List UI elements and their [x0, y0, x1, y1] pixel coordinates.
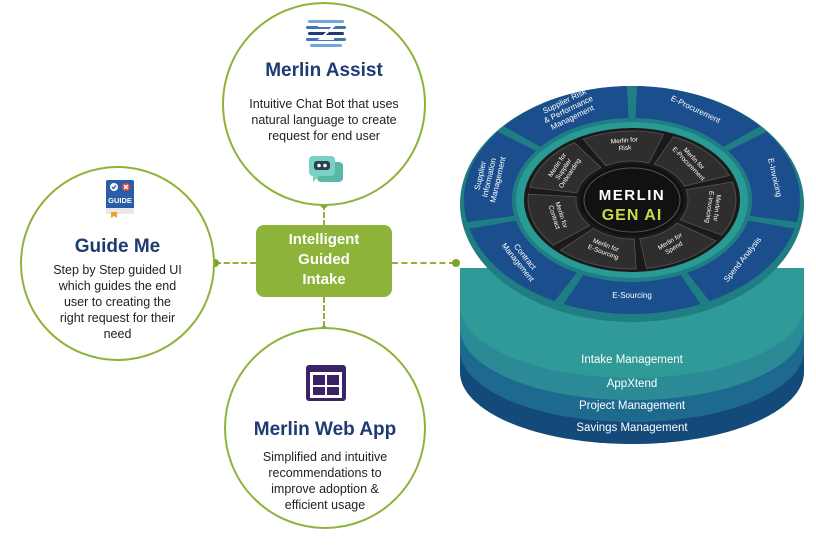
hub-line-3: Intake [302, 271, 346, 288]
web-app-desc-4: efficient usage [284, 498, 366, 512]
web-app-desc-3: improve adoption & [271, 482, 379, 496]
intelligent-guided-intake-hub: Intelligent Guided Intake [256, 225, 392, 297]
outer-ring-segment [563, 274, 701, 314]
guide-me-circle: GUIDE Guide Me Step by Step guided UI wh… [20, 166, 215, 361]
outer-ring-segment [687, 220, 795, 302]
guide-book-icon: GUIDE [106, 180, 134, 218]
inner-ring-segment [529, 142, 602, 194]
inner-ring-segment [527, 193, 591, 246]
guide-me-desc-1: Step by Step guided UI [53, 263, 182, 277]
outer-ring-segment [635, 86, 761, 147]
connector-left [215, 262, 256, 264]
merlin-web-app-circle: Merlin Web App Simplified and intuitive … [224, 327, 426, 529]
connector-dot-left [211, 259, 219, 267]
chatbot-icon [309, 156, 343, 182]
guide-icon-label: GUIDE [108, 196, 132, 205]
connector-right [392, 262, 455, 264]
outer-ring-segment [728, 131, 800, 223]
connector-top [323, 204, 325, 226]
layer-label-project: Project Management [579, 400, 686, 412]
merlin-assist-desc-2: natural language to create [251, 113, 397, 127]
core-title-line-2: GEN AI [602, 207, 663, 224]
merlin-core [580, 164, 684, 236]
hub-line-2: Guided [298, 251, 350, 268]
merlin-assist-desc-3: request for end user [268, 129, 380, 143]
layer-label-savings: Savings Management [576, 422, 688, 434]
inner-ring-segment [582, 130, 665, 167]
guide-me-desc-2: which guides the end [58, 279, 177, 293]
merlin-assist-title: Merlin Assist [265, 60, 383, 81]
web-app-desc-1: Simplified and intuitive [262, 450, 388, 464]
inner-ring-segment [639, 222, 717, 269]
merlin-assist-circle: Merlin Assist Intuitive Chat Bot that us… [222, 2, 426, 206]
outer-ring-segment [503, 86, 629, 147]
guide-me-desc-5: need [103, 327, 132, 341]
web-app-desc-2: recommendations to [268, 466, 382, 480]
connector-bottom [323, 297, 325, 327]
merlin-assist-desc-1: Intuitive Chat Bot that uses [249, 97, 399, 111]
outer-ring-segment [469, 220, 577, 302]
lines-logo-icon [306, 20, 346, 47]
outer-ring-segment [464, 131, 536, 223]
inner-ring-segment [559, 227, 637, 270]
merlin-web-app-title: Merlin Web App [253, 419, 397, 440]
layer-label-appxtend: AppXtend [607, 378, 658, 390]
web-app-window-icon [306, 365, 346, 401]
core-title-line-1: MERLIN [599, 187, 666, 204]
layer-label-intake: Intake Management [581, 354, 683, 366]
connector-dot-right [452, 259, 460, 267]
inner-ring-label: Merlin forRisk [611, 136, 640, 153]
outer-ring-label: E-Sourcing [612, 291, 652, 300]
inner-ring-segment [679, 181, 737, 236]
inner-ring-segment [653, 136, 730, 187]
guide-me-desc-3: user to creating the [63, 295, 171, 309]
inner-ring-label: Merlin forE-Invoicing [703, 191, 722, 225]
guide-me-title: Guide Me [74, 236, 161, 257]
guide-me-desc-4: right request for their [59, 311, 176, 325]
hub-line-1: Intelligent [288, 231, 360, 248]
